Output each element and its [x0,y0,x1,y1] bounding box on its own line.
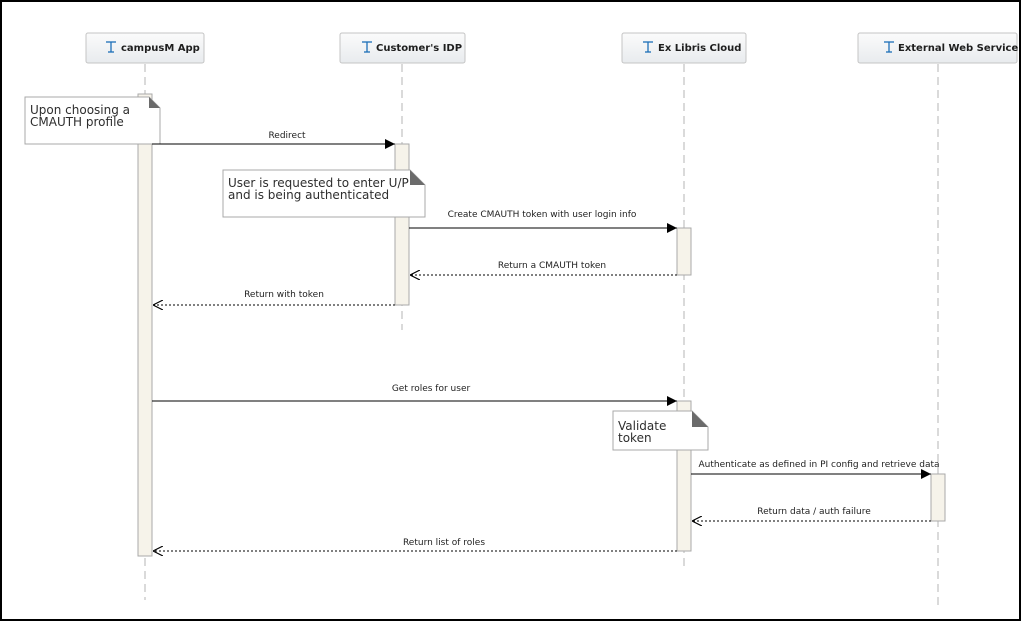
note-user-authenticated: User is requested to enter U/P and is be… [222,169,426,218]
message-return-data: Return data / auth failure [692,507,931,521]
lifeline-icon [884,41,894,53]
participant-idp[interactable]: Customer's IDP [339,32,466,64]
message-label: Return with token [244,290,324,300]
lifeline-icon [643,41,653,53]
note-validate-token: Validate token [612,410,709,451]
note-line: token [618,431,652,445]
message-create-token: Create CMAUTH token with user login info [409,210,677,233]
message-label: Create CMAUTH token with user login info [448,210,637,220]
participant-cloud[interactable]: Ex Libris Cloud [621,32,747,64]
message-return-with-token: Return with token [153,290,395,305]
participant-label: Customer's IDP [376,43,462,54]
participant-label: campusM App [121,43,200,54]
message-label: Return data / auth failure [757,507,871,517]
message-label: Redirect [268,131,306,141]
lifeline-icon [362,41,372,53]
note-line: and is being authenticated [228,188,389,202]
message-label: Get roles for user [392,384,471,394]
message-return-roles: Return list of roles [153,538,677,551]
participant-ext[interactable]: External Web Service [857,32,1018,64]
message-label: Authenticate as defined in PI config and… [698,460,939,470]
note-line: CMAUTH profile [30,115,124,129]
note-cmauth-profile: Upon choosing a CMAUTH profile [24,96,161,145]
lifeline-icon [106,41,116,53]
participant-app[interactable]: campusM App [85,32,205,64]
message-authenticate: Authenticate as defined in PI config and… [691,460,940,479]
note-line: Validate [618,419,666,433]
message-label: Return a CMAUTH token [498,261,606,271]
activation-cloud-token [676,227,692,276]
participant-label: External Web Service [898,43,1018,54]
message-redirect: Redirect [152,131,395,149]
activation-idp [394,143,410,306]
message-get-roles: Get roles for user [152,384,677,406]
note-line: User is requested to enter U/P [228,176,409,190]
message-return-token: Return a CMAUTH token [410,261,677,275]
activation-app [137,93,153,557]
activation-ext [930,473,946,522]
participant-label: Ex Libris Cloud [658,43,741,54]
message-label: Return list of roles [403,538,485,548]
note-line: Upon choosing a [30,103,130,117]
